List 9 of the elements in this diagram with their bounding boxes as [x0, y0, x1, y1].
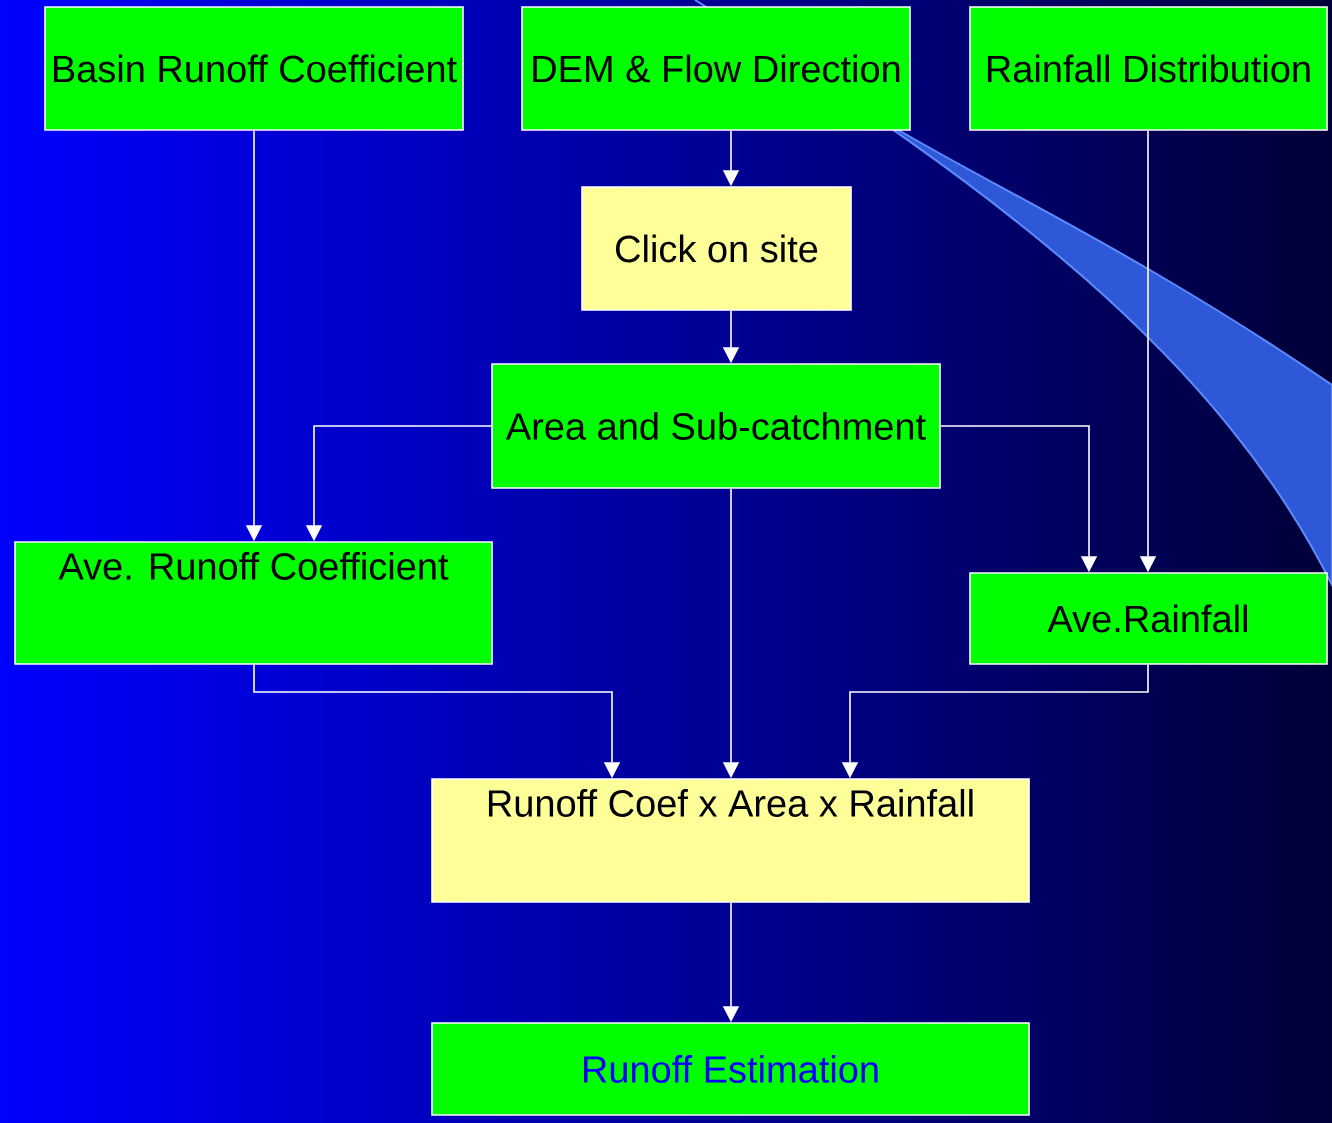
process-box: Ave.Rainfall: [969, 572, 1328, 665]
formula-box: Runoff Coef x Area x Rainfall: [431, 778, 1030, 903]
input-box: DEM & Flow Direction: [521, 6, 911, 131]
input-box: Rainfall Distribution: [969, 6, 1328, 131]
process-box: Ave. Runoff Coefficient: [14, 541, 493, 665]
action-box: Click on site: [581, 186, 852, 311]
input-box: Basin Runoff Coefficient: [44, 6, 464, 131]
process-box: Area and Sub-catchment: [491, 363, 941, 489]
result-box: Runoff Estimation: [431, 1022, 1030, 1116]
